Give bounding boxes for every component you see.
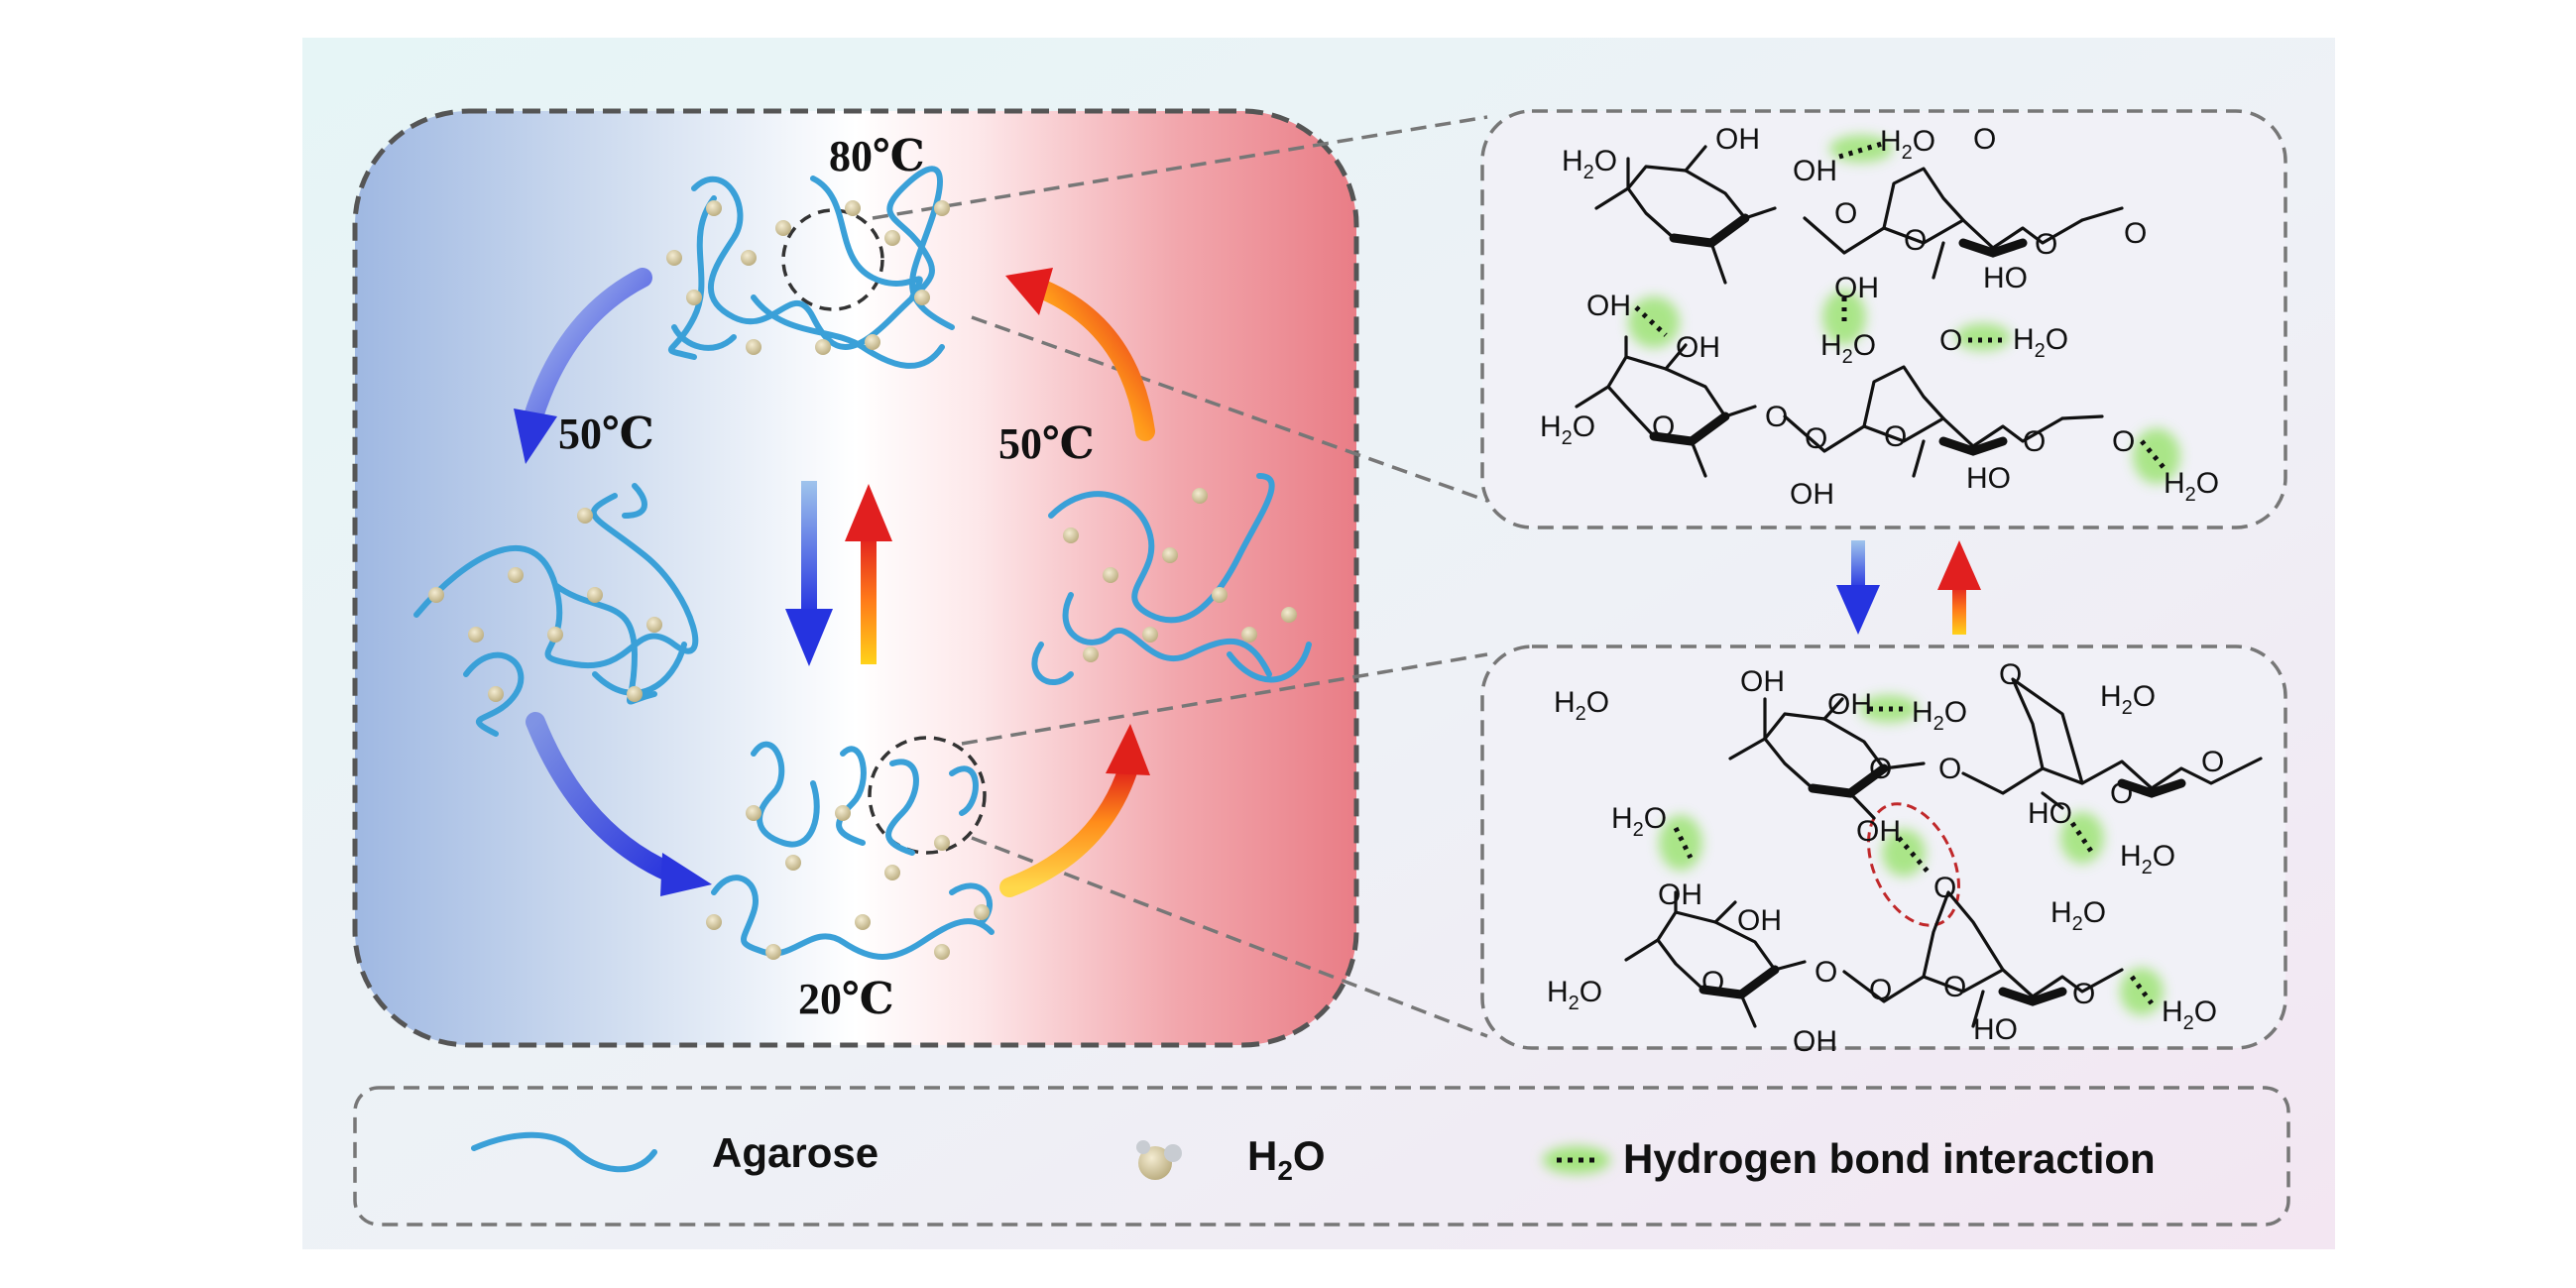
temp-label-bottom: 20℃ [798, 975, 894, 1023]
molecule-panel-heated [1480, 109, 2287, 529]
zoom-circle-top [781, 208, 884, 311]
hbond-legend-label: Hydrogen bond interaction [1623, 1135, 2156, 1182]
svg-text:H2O: H2O [2164, 467, 2219, 506]
cooling-arrow-molecular [1836, 540, 1880, 635]
molecule-structure-heated: H2O OH OH H2O O O O O O HO OH OH OH H2O … [1540, 123, 2219, 511]
temp-label-right: 50℃ [998, 419, 1095, 468]
temperature-cycle-panel [352, 108, 1359, 1048]
svg-text:O: O [1815, 956, 1837, 989]
svg-text:O: O [1973, 123, 1996, 156]
svg-text:H2O: H2O [2162, 995, 2217, 1034]
svg-text:H2O: H2O [1611, 802, 1667, 841]
svg-text:O: O [1933, 872, 1956, 904]
svg-text:O: O [1834, 197, 1857, 230]
svg-text:O: O [1869, 753, 1892, 785]
water-legend-icon [1136, 1140, 1182, 1180]
svg-text:OH: OH [1793, 1025, 1837, 1058]
svg-text:HO: HO [1973, 1013, 2018, 1046]
svg-text:O: O [2110, 777, 2133, 810]
svg-text:OH: OH [1790, 478, 1834, 511]
svg-text:H2O: H2O [1547, 976, 1602, 1014]
svg-text:O: O [1869, 974, 1892, 1006]
svg-text:HO: HO [1983, 262, 2028, 294]
heating-arrow [845, 484, 892, 664]
svg-text:H2O: H2O [2013, 323, 2068, 362]
svg-text:O: O [2124, 217, 2147, 250]
svg-text:H2O: H2O [1912, 696, 1967, 735]
legend: Agarose H2O Hydrogen bond interaction [471, 1129, 2156, 1186]
svg-text:H2O: H2O [1540, 410, 1595, 449]
agarose-network-50c-cooling [413, 483, 699, 737]
hbond-legend-swatch [1543, 1146, 1610, 1174]
cycle-arrow-bottom-right [999, 724, 1150, 897]
svg-text:OH: OH [1658, 878, 1702, 911]
agarose-network-50c-heating [1031, 473, 1312, 686]
svg-text:O: O [1652, 410, 1675, 443]
water-molecules-cluster [428, 200, 1297, 960]
legend-panel [353, 1086, 2290, 1227]
agarose-legend-swatch [471, 1131, 657, 1173]
svg-text:O: O [2072, 978, 2095, 1010]
svg-text:O: O [1938, 753, 1961, 785]
svg-text:O: O [1701, 966, 1724, 998]
water-legend-label: H2O [1247, 1132, 1326, 1186]
cycle-arrow-top-right [1005, 268, 1155, 441]
svg-text:H2O: H2O [2100, 680, 2156, 719]
svg-text:HO: HO [2028, 797, 2072, 830]
hbond-highlight-ring [1867, 802, 1960, 927]
svg-text:H2O: H2O [1554, 686, 1609, 725]
svg-text:OH: OH [1834, 272, 1879, 304]
svg-text:O: O [1943, 971, 1966, 1003]
svg-text:OH: OH [1586, 290, 1631, 322]
svg-text:O: O [2112, 425, 2135, 458]
svg-text:OH: OH [1856, 815, 1901, 848]
svg-text:H2O: H2O [2050, 896, 2106, 935]
cycle-arrow-bottom-left [526, 712, 712, 896]
temp-label-top: 80℃ [829, 132, 925, 180]
svg-text:H2O: H2O [1880, 125, 1935, 164]
cooling-arrow [785, 481, 833, 666]
svg-text:O: O [1999, 658, 2022, 691]
svg-text:O: O [1939, 324, 1962, 357]
agarose-network-20c [711, 741, 995, 960]
zoom-connectors [872, 115, 1488, 1038]
zoom-circle-bottom [868, 736, 987, 855]
svg-text:OH: OH [1676, 331, 1720, 364]
svg-text:H2O: H2O [1562, 145, 1617, 183]
molecule-structure-cooled: H2O OH OH H2O O H2O O O O HO O H2O OH H2… [1547, 658, 2263, 1058]
svg-text:HO: HO [1966, 462, 2011, 495]
svg-text:OH: OH [1737, 904, 1782, 937]
svg-text:O: O [1805, 422, 1827, 455]
cycle-arrow-top-left [514, 268, 652, 464]
svg-text:O: O [2035, 228, 2057, 261]
agarose-network-80c [668, 166, 955, 369]
svg-text:OH: OH [1740, 665, 1785, 698]
svg-text:H2O: H2O [2120, 840, 2175, 878]
svg-text:O: O [2023, 425, 2046, 458]
svg-text:O: O [1904, 224, 1927, 257]
svg-text:OH: OH [1827, 688, 1872, 721]
svg-text:H2O: H2O [1820, 329, 1876, 368]
temp-label-left: 50℃ [558, 410, 654, 458]
agarose-legend-label: Agarose [712, 1129, 878, 1176]
svg-text:O: O [1884, 420, 1907, 453]
svg-text:OH: OH [1715, 123, 1760, 156]
heating-arrow-molecular [1937, 540, 1981, 635]
svg-text:O: O [1765, 401, 1788, 433]
svg-text:OH: OH [1793, 155, 1837, 187]
svg-text:O: O [2201, 746, 2224, 778]
